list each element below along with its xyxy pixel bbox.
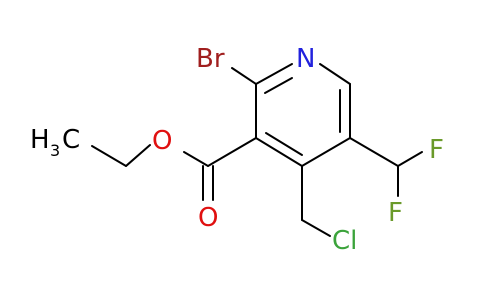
bond-c2-n-inner [264, 77, 293, 94]
atom-chlorine: Cl [332, 226, 357, 256]
methyl-h: H [30, 125, 50, 155]
bond-chf2-f-top [397, 151, 423, 167]
bond-ch2-ch3 [91, 145, 127, 167]
atom-methyl-group: H 3 C [30, 125, 80, 160]
bond-c4-c3-inner [265, 132, 303, 156]
methyl-subscript: 3 [50, 141, 60, 160]
atom-fluorine-top: F [429, 135, 444, 165]
bond-c4-c3 [255, 137, 303, 167]
bond-ch2-cl [301, 219, 331, 237]
bond-c3-carbonyl [207, 137, 257, 167]
bond-c5-c4 [301, 137, 351, 167]
methyl-c: C [62, 125, 80, 155]
atom-fluorine-bottom: F [388, 198, 403, 228]
atom-oxygen-carbonyl: O [198, 203, 218, 233]
atom-bromine: Br [196, 44, 225, 74]
atom-nitrogen: N [296, 44, 315, 74]
bond-o-ethyl-ch2 [125, 144, 151, 167]
bond-c5-chf2 [349, 137, 399, 167]
bond-c2-n [255, 63, 293, 85]
bond-carbonyl-o-ester [183, 151, 209, 167]
atom-oxygen-ester: O [152, 126, 172, 156]
bond-n-c6 [319, 63, 351, 85]
bond-br-c2 [231, 67, 257, 85]
